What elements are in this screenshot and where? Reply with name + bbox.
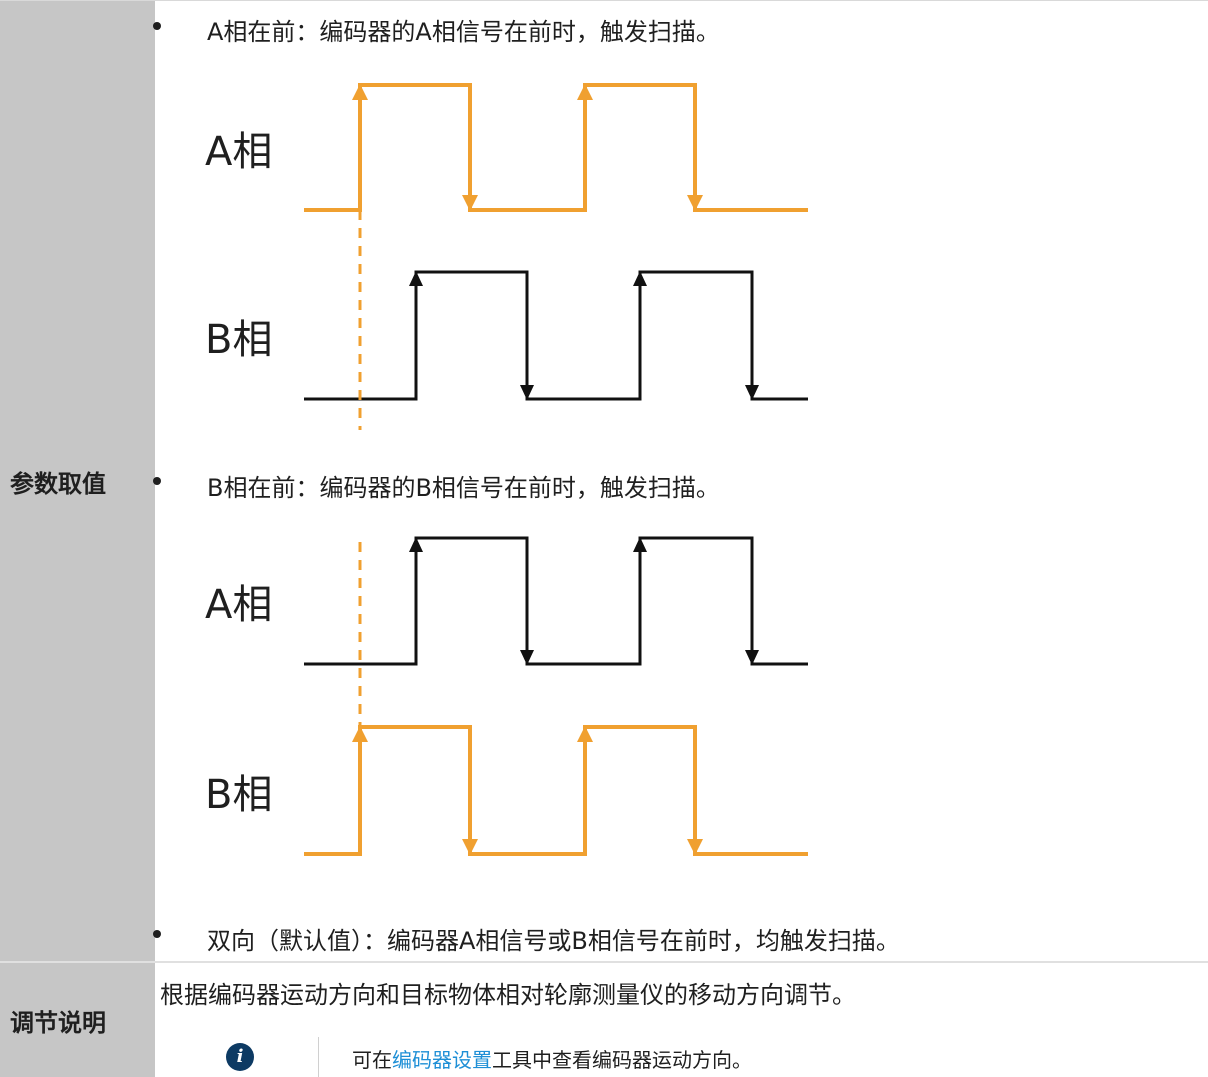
encoder-settings-link[interactable]: 编码器设置	[392, 1048, 492, 1072]
rising-edge-arrow	[352, 84, 368, 100]
row-label-parameter-values: 参数取值	[0, 1, 155, 961]
option-bidirectional-text: 双向（默认值）：编码器A相信号或B相信号在前时，均触发扫描。	[207, 927, 900, 955]
rising-edge-arrow	[409, 271, 423, 286]
falling-edge-arrow	[687, 839, 703, 855]
waveform-phase-b-signal	[304, 725, 808, 856]
bullet-point	[153, 930, 161, 938]
waveform-label-phase-a: A相	[205, 582, 272, 628]
waveform-diagram-b-leading: A相 B相	[205, 536, 808, 856]
waveform-phase-a-signal	[304, 536, 808, 666]
note-text: 可在编码器设置工具中查看编码器运动方向。	[352, 1044, 752, 1073]
rising-edge-arrow	[577, 726, 593, 742]
falling-edge-arrow	[520, 385, 534, 400]
option-a-leading-text: A相在前：编码器的A相信号在前时，触发扫描。	[207, 18, 720, 46]
waveform-label-phase-b: B相	[205, 772, 272, 818]
note-prefix: 可在	[352, 1048, 392, 1072]
info-icon: i	[226, 1043, 254, 1071]
rising-edge-arrow	[633, 271, 647, 286]
row-label-adjustment-notes: 调节说明	[0, 963, 155, 1077]
falling-edge-arrow	[462, 839, 478, 855]
bullet-point	[153, 22, 161, 30]
waveform-label-phase-b: B相	[205, 317, 272, 363]
rising-edge-arrow	[352, 726, 368, 742]
falling-edge-arrow	[745, 385, 759, 400]
note-divider	[318, 1037, 319, 1077]
waveform-label-phase-a: A相	[205, 129, 272, 175]
waveform-phase-b-signal	[304, 270, 808, 401]
falling-edge-arrow	[520, 650, 534, 665]
falling-edge-arrow	[745, 650, 759, 665]
row-divider	[0, 961, 1208, 963]
table-top-border	[0, 0, 1208, 1]
waveform-phase-a-signal	[304, 83, 808, 212]
rising-edge-arrow	[633, 537, 647, 552]
waveform-diagram-a-leading: A相 B相	[205, 83, 808, 430]
falling-edge-arrow	[687, 195, 703, 211]
rising-edge-arrow	[409, 537, 423, 552]
rising-edge-arrow	[577, 84, 593, 100]
option-b-leading-text: B相在前：编码器的B相信号在前时，触发扫描。	[207, 474, 720, 502]
note-suffix: 工具中查看编码器运动方向。	[492, 1048, 752, 1072]
adjustment-description: 根据编码器运动方向和目标物体相对轮廓测量仪的移动方向调节。	[160, 981, 856, 1009]
falling-edge-arrow	[462, 195, 478, 211]
bullet-point	[153, 477, 161, 485]
